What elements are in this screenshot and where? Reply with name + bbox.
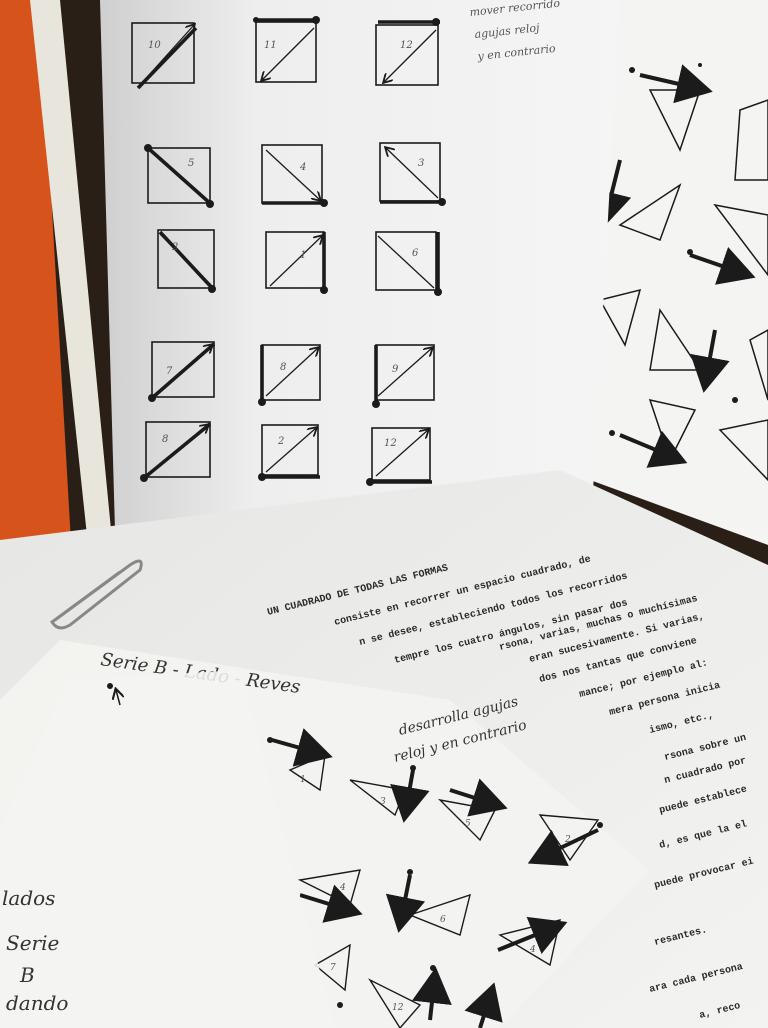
front-text-3: B <box>19 963 35 987</box>
square-num-r4c2: 8 <box>280 362 286 373</box>
tri-num-1: 1 <box>300 775 306 785</box>
front-text-4: dando <box>6 991 68 1015</box>
tri-num-7: 4 <box>529 945 536 955</box>
tri-num-2: 3 <box>380 797 386 807</box>
tri-num-3: 5 <box>465 819 471 829</box>
square-num-r1c3: 12 <box>400 40 413 51</box>
tri-num-5: 4 <box>339 883 346 893</box>
square-num-r5c1: 8 <box>162 434 168 445</box>
square-num-r2c2: 4 <box>299 162 306 173</box>
square-num-r2c3: 3 <box>418 158 424 169</box>
front-text-1: lados <box>2 886 55 910</box>
square-num-r3c1: 2 <box>171 242 178 253</box>
square-num-r2c1: 5 <box>188 158 194 169</box>
square-num-r3c2: 1 <box>300 250 306 261</box>
front-text-2: Serie <box>6 931 59 955</box>
square-num-r5c3: 12 <box>384 438 397 449</box>
tri-num-6: 6 <box>440 915 446 925</box>
tri-num-8: 7 <box>330 963 336 973</box>
square-num-r4c3: 9 <box>392 364 399 375</box>
square-num-r3c3: 6 <box>412 248 419 259</box>
tri-num-9: 12 <box>392 1003 404 1013</box>
square-num-r1c2: 11 <box>264 40 277 51</box>
square-num-r1c1: 10 <box>148 40 161 51</box>
square-num-r5c2: 2 <box>277 436 284 447</box>
square-num-r4c1: 7 <box>166 366 173 377</box>
top-square-sheet: mover recorrido agujas reloj y en contra… <box>100 0 620 548</box>
tri-num-4: 2 <box>564 835 571 845</box>
